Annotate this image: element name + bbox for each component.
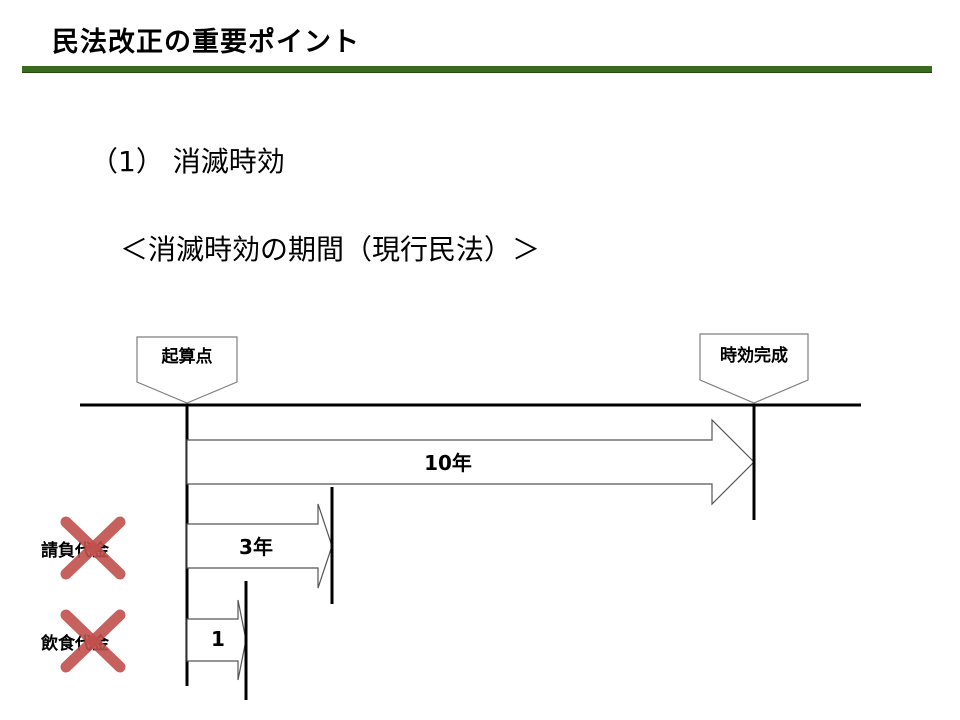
period-arrow-3y: [186, 503, 333, 589]
period-label-1y: 1: [211, 627, 225, 651]
slide-title: 民法改正の重要ポイント: [52, 27, 360, 58]
end-callout: [699, 333, 809, 404]
end-label: 時効完成: [720, 345, 788, 366]
section-heading: （1） 消滅時効: [90, 145, 285, 178]
cross-mark-icon: [60, 609, 126, 673]
period-arrow-1y: [186, 599, 247, 681]
start-label: 起算点: [161, 346, 213, 367]
start-callout: [136, 336, 238, 404]
cross-mark-icon: [60, 516, 126, 580]
title-rule: [22, 66, 932, 73]
subsection-heading: ＜消滅時効の期間（現行民法）＞: [120, 233, 541, 266]
period-label-3y: 3年: [239, 535, 273, 559]
period-arrow-10y: [186, 418, 755, 506]
period-label-10y: 10年: [424, 451, 472, 475]
